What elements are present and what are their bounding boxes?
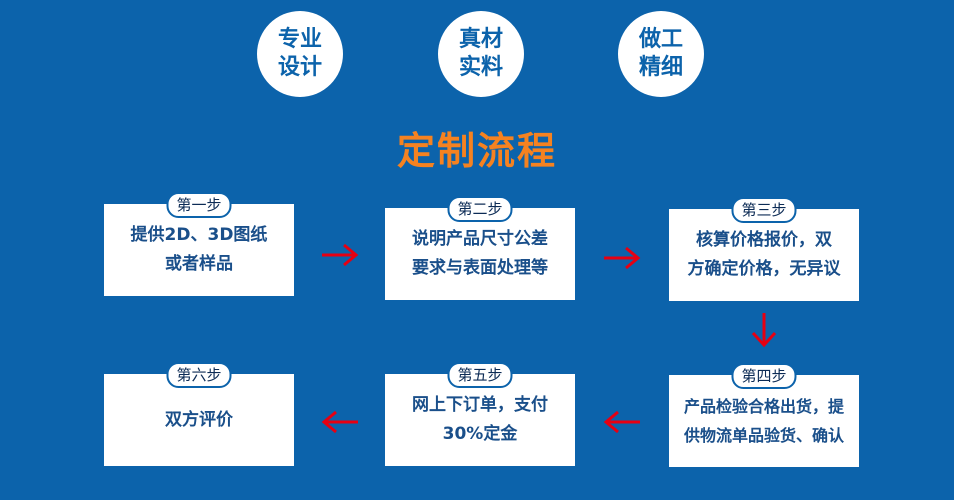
step-card-1: 第一步 提供2D、3D图纸 或者样品 (104, 192, 294, 296)
page-title: 定制流程 (396, 129, 557, 173)
feature-label: 设计 (277, 55, 322, 80)
step-card-2: 第二步 说明产品尺寸公差 要求与表面处理等 (385, 196, 575, 300)
arrow-left-icon (603, 410, 640, 434)
step-badge: 第四步 (731, 363, 797, 389)
feature-circle-genuine-material: 真材 实料 (438, 11, 524, 97)
step-text: 核算价格报价，双 (696, 230, 832, 250)
step-card-4: 第四步 产品检验合格出货，提 供物流单品验货、确认 (669, 363, 859, 467)
step-text: 30%定金 (442, 424, 518, 444)
step-text: 供物流单品验货、确认 (683, 426, 844, 445)
step-badge: 第六步 (166, 362, 232, 388)
feature-label: 真材 (458, 27, 503, 52)
step-card-6: 第六步 双方评价 (104, 362, 294, 466)
step-badge: 第三步 (731, 197, 797, 223)
feature-circle-fine-workmanship: 做工 精细 (618, 11, 704, 97)
step-text: 双方评价 (165, 409, 233, 430)
step-text: 要求与表面处理等 (412, 258, 548, 278)
step-text: 提供2D、3D图纸 (130, 225, 268, 245)
step-text: 说明产品尺寸公差 (412, 229, 548, 249)
step-text: 产品检验合格出货，提 (683, 397, 844, 416)
step-card-3: 第三步 核算价格报价，双 方确定价格，无异议 (669, 197, 859, 301)
arrow-right-icon (322, 243, 359, 267)
arrow-left-icon (321, 410, 358, 434)
step-card-5: 第五步 网上下订单，支付 30%定金 (385, 362, 575, 466)
step-text: 或者样品 (165, 254, 233, 274)
feature-label: 精细 (638, 55, 683, 80)
arrow-down-icon (751, 313, 777, 348)
feature-circle-professional-design: 专业 设计 (257, 11, 343, 97)
step-badge: 第一步 (166, 192, 232, 218)
arrow-right-icon (604, 246, 641, 270)
step-text: 网上下订单，支付 (412, 395, 548, 415)
step-badge: 第五步 (447, 362, 513, 388)
feature-label: 专业 (277, 27, 322, 52)
step-text: 方确定价格，无异议 (687, 259, 841, 279)
step-badge: 第二步 (447, 196, 513, 222)
feature-label: 实料 (458, 55, 503, 80)
feature-label: 做工 (638, 27, 683, 52)
